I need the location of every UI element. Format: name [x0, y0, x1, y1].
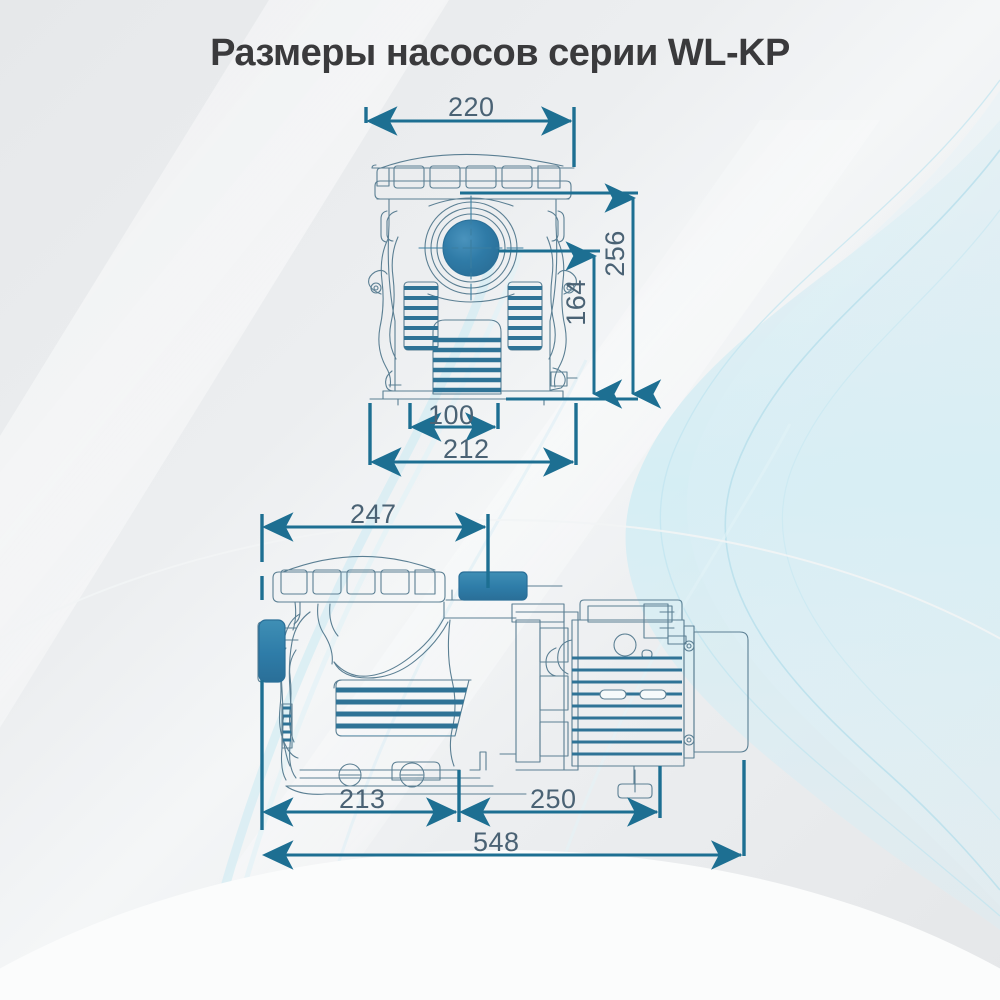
dimension-label-213: 213 [339, 784, 386, 814]
front-view-dimension-lines [364, 106, 662, 477]
dimension-label-164: 164 [560, 279, 591, 326]
dimension-label-247: 247 [350, 499, 397, 529]
dimension-label-548: 548 [473, 827, 520, 857]
dimension-label-256: 256 [599, 230, 630, 277]
blue-accent-parts [258, 571, 528, 683]
dimension-label-100: 100 [428, 400, 475, 430]
dimension-label-250: 250 [530, 784, 577, 814]
dimension-label-220: 220 [448, 92, 495, 122]
side-view-dimension-lines [260, 512, 746, 870]
dimension-label-212: 212 [443, 434, 490, 464]
page-title: Размеры насосов серии WL-KP [210, 32, 790, 74]
